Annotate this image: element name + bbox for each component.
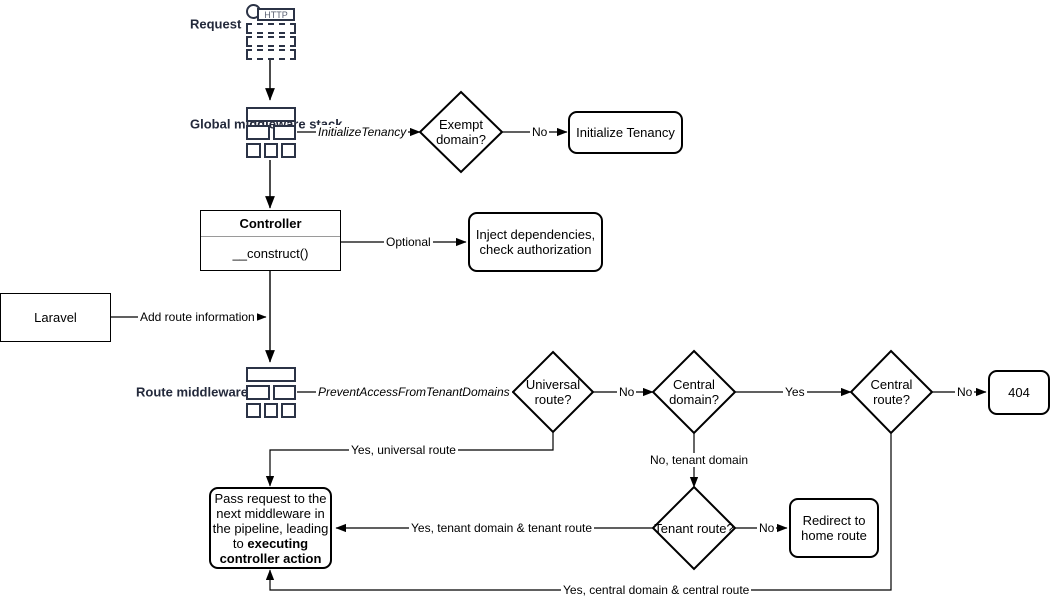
stack-cell	[246, 107, 296, 122]
stack-row-middle	[246, 385, 296, 400]
stack-row-top	[246, 107, 296, 122]
process-inject-dependencies[interactable]: Inject dependencies, check authorization	[468, 212, 603, 272]
decision-tenant-route[interactable]: Tenant route?	[653, 487, 735, 569]
pass-request-line4-text: to	[232, 535, 244, 551]
edge-label-add-route-information: Add route information	[138, 310, 257, 324]
stack-cell	[272, 125, 296, 140]
process-pass-request[interactable]: Pass request to the next middleware in t…	[209, 487, 332, 569]
edge-label-yes-central-domain-central-route: Yes, central domain & central route	[561, 583, 752, 597]
decision-exempt-domain[interactable]: Exempt domain?	[420, 92, 502, 172]
request-dashed-row	[246, 36, 296, 47]
pass-request-bold1: executing	[247, 535, 309, 551]
request-dashed-row	[246, 49, 296, 60]
stack-cell	[263, 403, 279, 418]
decision-exempt-domain-label: Exempt domain?	[436, 117, 486, 147]
stack-cell	[281, 143, 296, 158]
label-global-middleware-stack: Global middleware stack	[190, 116, 343, 132]
node-laravel[interactable]: Laravel	[0, 293, 111, 342]
edge-label-yes-universal-route: Yes, universal route	[349, 443, 458, 457]
decision-central-route[interactable]: Central route?	[851, 351, 932, 433]
middleware-stack-icon-global	[246, 107, 296, 161]
pass-request-line2: next middleware in	[216, 505, 325, 521]
process-404-label: 404	[1008, 385, 1030, 400]
label-request: Request	[190, 16, 242, 32]
edge-label-yes-tenant-domain-tenant-route: Yes, tenant domain & tenant route	[409, 521, 595, 535]
stack-cell	[246, 403, 261, 418]
pass-request-line3: the pipeline, leading	[212, 520, 329, 536]
request-dashed-row	[246, 23, 296, 34]
process-redirect-home-line1: Redirect to	[802, 513, 866, 528]
edge-label-universal-no: No	[617, 385, 637, 399]
stack-row-top	[246, 367, 296, 382]
uml-controller-title: Controller	[201, 211, 340, 237]
process-initialize-tenancy-label: Initialize Tenancy	[576, 125, 675, 140]
http-protocol-label: HTTP	[257, 8, 295, 21]
process-redirect-home-line2: home route	[801, 528, 867, 543]
stack-cell	[246, 143, 261, 158]
middleware-stack-icon-route	[246, 367, 296, 421]
pass-request-line4: to executing	[233, 536, 308, 551]
node-laravel-label: Laravel	[34, 310, 77, 325]
label-route-middleware: Route middleware	[136, 384, 248, 400]
stack-cell	[272, 385, 296, 400]
edge-label-prevent-access: PreventAccessFromTenantDomains	[316, 385, 512, 399]
edge-label-tenant-route-no: No	[757, 521, 777, 535]
decision-central-domain[interactable]: Central domain?	[653, 351, 735, 433]
stack-cell	[246, 385, 270, 400]
decision-universal-route[interactable]: Universal route?	[513, 352, 593, 432]
uml-controller-method: __construct()	[232, 246, 309, 261]
uml-controller[interactable]: Controller __construct()	[200, 210, 341, 271]
pass-request-bold2: controller action	[219, 550, 322, 566]
decision-universal-route-label: Universal route?	[525, 377, 581, 407]
edge-label-no-tenant-domain: No, tenant domain	[648, 453, 751, 467]
process-inject-dependencies-line1: Inject dependencies,	[475, 227, 596, 242]
stack-cell	[263, 143, 279, 158]
edge-label-optional: Optional	[384, 235, 433, 249]
http-request-icon: HTTP	[246, 4, 296, 60]
edge-label-central-route-no: No	[955, 385, 975, 399]
stack-row-bottom	[246, 143, 296, 158]
decision-tenant-route-label: Tenant route?	[654, 520, 734, 536]
stack-cell	[281, 403, 296, 418]
pass-request-line1: Pass request to the	[214, 490, 327, 506]
edge-label-exempt-no: No	[530, 125, 550, 139]
edge-label-initialize-tenancy: InitializeTenancy	[316, 125, 409, 139]
decision-central-domain-label: Central domain?	[669, 377, 719, 407]
decision-central-route-label: Central route?	[870, 377, 913, 407]
request-icon-head: HTTP	[246, 4, 296, 21]
stack-row-bottom	[246, 403, 296, 418]
stack-row-middle	[246, 125, 296, 140]
edge-label-central-domain-yes: Yes	[783, 385, 807, 399]
stack-cell	[246, 367, 296, 382]
process-redirect-home[interactable]: Redirect to home route	[789, 498, 879, 558]
process-404[interactable]: 404	[988, 370, 1050, 415]
process-initialize-tenancy[interactable]: Initialize Tenancy	[568, 111, 683, 154]
stack-cell	[246, 125, 270, 140]
process-inject-dependencies-line2: check authorization	[479, 242, 592, 257]
